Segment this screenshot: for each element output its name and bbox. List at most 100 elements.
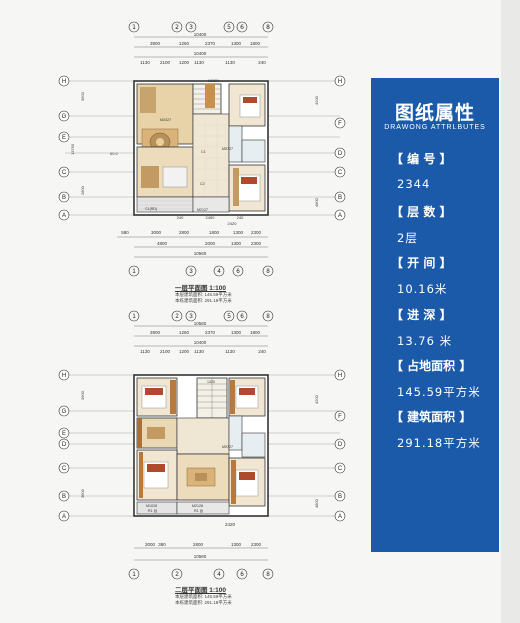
svg-text:G: G xyxy=(62,409,67,415)
second-floor-caption: 二层平面图 1:100 xyxy=(175,584,226,594)
property-number-value: 2344 xyxy=(397,177,431,191)
svg-text:240: 240 xyxy=(258,60,266,65)
svg-text:A: A xyxy=(338,514,342,520)
svg-text:E: E xyxy=(62,135,66,141)
svg-text:1130: 1130 xyxy=(194,60,204,65)
svg-text:2: 2 xyxy=(175,572,179,578)
svg-text:2420: 2420 xyxy=(228,221,238,226)
svg-text:M0727: M0727 xyxy=(222,445,233,449)
svg-text:E: E xyxy=(62,431,66,437)
svg-text:3600: 3600 xyxy=(80,390,85,400)
svg-text:C: C xyxy=(62,170,67,176)
svg-text:4800: 4800 xyxy=(314,197,319,207)
svg-text:3600: 3600 xyxy=(80,488,85,498)
svg-text:5: 5 xyxy=(227,314,231,320)
svg-text:8: 8 xyxy=(266,24,270,31)
svg-text:10400: 10400 xyxy=(194,32,207,37)
svg-text:M2427: M2427 xyxy=(160,118,171,122)
svg-text:4200: 4200 xyxy=(314,394,319,404)
svg-text:1800: 1800 xyxy=(250,41,261,46)
svg-text:1: 1 xyxy=(132,24,136,31)
svg-text:F: F xyxy=(338,121,342,127)
svg-text:4: 4 xyxy=(217,269,221,275)
property-number-label: 【 编 号 】 xyxy=(391,152,452,166)
svg-text:1130: 1130 xyxy=(140,60,150,65)
first-floor-caption-text: 一层平面图 1:100 xyxy=(175,285,226,292)
svg-text:380: 380 xyxy=(158,542,166,547)
svg-text:G: G xyxy=(62,114,67,120)
svg-text:3000: 3000 xyxy=(151,230,162,235)
svg-text:1130: 1130 xyxy=(140,349,150,354)
second-floor-area-note-1: 本层建筑面积: 145.59平方米 xyxy=(175,594,232,599)
second-floor-caption-text: 二层平面图 1:100 xyxy=(175,587,226,594)
svg-text:1: 1 xyxy=(132,572,136,578)
svg-text:C: C xyxy=(62,466,67,472)
property-land-area-label: 【 占地面积 】 xyxy=(391,359,472,373)
svg-text:3: 3 xyxy=(189,24,193,31)
svg-text:R1 台: R1 台 xyxy=(148,508,158,513)
svg-text:2100: 2100 xyxy=(160,60,171,65)
property-land-area-value: 145.59平方米 xyxy=(397,385,481,399)
svg-text:10400: 10400 xyxy=(194,340,207,345)
svg-text:3900: 3900 xyxy=(150,41,161,46)
svg-text:6: 6 xyxy=(240,314,244,320)
svg-text:2420: 2420 xyxy=(225,522,236,527)
svg-text:H: H xyxy=(338,373,342,379)
svg-text:2800: 2800 xyxy=(80,185,85,195)
svg-text:2300: 2300 xyxy=(251,542,262,547)
first-floor-area-note-1: 本层建筑面积: 145.59平方米 xyxy=(175,292,232,297)
svg-text:2: 2 xyxy=(175,24,179,31)
svg-text:2300: 2300 xyxy=(251,230,262,235)
svg-text:1: 1 xyxy=(132,269,136,275)
svg-text:4200: 4200 xyxy=(314,95,319,105)
svg-text:2100: 2100 xyxy=(160,349,171,354)
svg-text:2000: 2000 xyxy=(205,241,216,246)
svg-text:2800: 2800 xyxy=(179,230,190,235)
svg-text:M0727: M0727 xyxy=(222,147,233,151)
first-floor-caption: 一层平面图 1:100 xyxy=(175,282,226,292)
property-land-area: 【 占地面积 】 145.59平方米 xyxy=(391,357,496,400)
svg-text:1: 1 xyxy=(132,314,136,320)
svg-text:1320: 1320 xyxy=(207,380,215,384)
svg-text:4800: 4800 xyxy=(314,498,319,508)
svg-text:A: A xyxy=(62,213,66,219)
first-floor-area-note-2: 本栋建筑面积: 291.18平方米 xyxy=(175,298,232,303)
svg-text:1260: 1260 xyxy=(179,330,190,335)
svg-text:5: 5 xyxy=(227,24,231,31)
first-floor-area-notes: 本层建筑面积: 145.59平方米 本栋建筑面积: 291.18平方米 xyxy=(175,292,232,304)
svg-text:1260: 1260 xyxy=(179,41,190,46)
property-width-value: 10.16米 xyxy=(397,282,448,296)
property-width: 【 开 间 】 10.16米 xyxy=(391,254,496,297)
svg-text:1300: 1300 xyxy=(233,230,244,235)
svg-text:R1 台: R1 台 xyxy=(194,508,204,513)
svg-text:2800: 2800 xyxy=(193,542,204,547)
svg-text:1300: 1300 xyxy=(231,330,242,335)
svg-text:1300: 1300 xyxy=(231,41,242,46)
svg-text:10400: 10400 xyxy=(194,51,207,56)
property-floors: 【 层 数 】 2层 xyxy=(391,203,496,246)
property-depth-label: 【 进 深 】 xyxy=(391,308,452,322)
svg-text:D: D xyxy=(338,151,343,157)
property-building-area: 【 建筑面积 】 291.18平方米 xyxy=(391,408,496,451)
property-building-area-label: 【 建筑面积 】 xyxy=(391,410,472,424)
property-width-label: 【 开 间 】 xyxy=(391,256,452,270)
property-floors-label: 【 层 数 】 xyxy=(391,205,452,219)
svg-text:4: 4 xyxy=(217,572,221,578)
svg-text:H: H xyxy=(338,79,342,85)
second-floor-area-note-2: 本栋建筑面积: 291.18平方米 xyxy=(175,600,232,605)
svg-text:2370: 2370 xyxy=(205,330,216,335)
svg-text:2450: 2450 xyxy=(206,215,216,220)
svg-text:13760: 13760 xyxy=(70,143,75,155)
svg-text:1130: 1130 xyxy=(225,60,235,65)
svg-text:3: 3 xyxy=(189,314,193,320)
svg-text:C: C xyxy=(338,170,343,176)
svg-text:1200: 1200 xyxy=(179,60,190,65)
svg-text:8: 8 xyxy=(266,269,270,275)
svg-text:B: B xyxy=(338,494,342,500)
svg-text:H: H xyxy=(62,373,66,379)
svg-text:H: H xyxy=(62,79,66,85)
svg-text:A: A xyxy=(62,514,66,520)
property-building-area-value: 291.18平方米 xyxy=(397,436,481,450)
